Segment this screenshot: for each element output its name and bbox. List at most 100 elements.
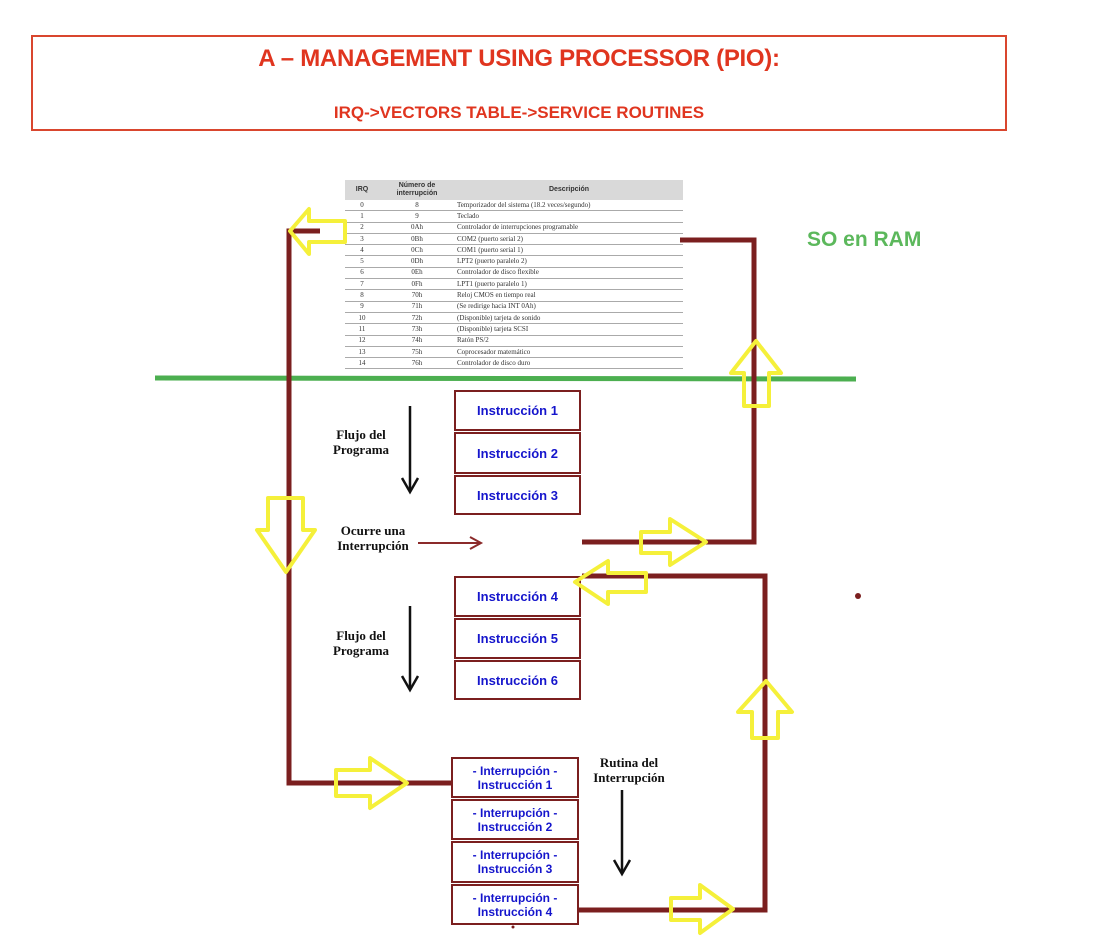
interrupt-number-col-header: Número de interrupción [379,180,455,200]
irq-cell: 1 [345,210,379,223]
irq-cell: 10 [345,312,379,325]
instruction-6-box: Instrucción 6 [454,660,581,700]
irq-cell: 4 [345,244,379,257]
yellow-arrow-left-return [573,559,648,606]
program-flow-label-1: Flujo del Programa [332,427,390,457]
description-cell: (Disponible) tarjeta SCSI [455,323,683,336]
interrupt-instruction-4-box: - Interrupción - Instrucción 4 [451,884,579,925]
interrupt-instruction-4-line1: - Interrupción - [472,890,558,905]
description-cell: (Se redirige hacia INT 0Ah) [455,301,683,313]
instruction-3-box: Instrucción 3 [454,475,581,515]
irq-cell: 5 [345,255,379,268]
interrupt-instruction-3-box: - Interrupción - Instrucción 3 [451,841,579,883]
interrupt-number-cell: 71h [379,301,455,313]
irq-cell: 14 [345,357,379,370]
description-cell: Temporizador del sistema (18.2 veces/seg… [455,200,683,212]
interrupt-instruction-1-line2: Instrucción 1 [477,777,553,792]
description-cell: Coprocesador matemático [455,346,683,359]
routine-arrow-head [612,859,632,877]
title-box: A – MANAGEMENT USING PROCESSOR (PIO): IR… [31,35,1007,131]
interrupt-routine-label: Rutina del Interrupción [593,755,665,785]
interrupt-number-cell: 0Eh [379,267,455,280]
interrupt-number-cell: 73h [379,323,455,336]
irq-cell: 9 [345,301,379,313]
interrupt-number-cell: 0Dh [379,255,455,268]
description-cell: LPT1 (puerto paralelo 1) [455,278,683,291]
interrupt-number-cell: 0Fh [379,278,455,291]
irq-cell: 8 [345,289,379,302]
irq-cell: 2 [345,222,379,234]
interrupt-number-cell: 0Ah [379,222,455,234]
description-cell: Controlador de disco flexible [455,267,683,280]
path-interrupt-to-vector [582,237,757,545]
interrupt-instruction-2-line2: Instrucción 2 [477,819,553,834]
instruction-2-box: Instrucción 2 [454,432,581,474]
description-cell: COM2 (puerto serial 2) [455,233,683,246]
interrupt-number-cell: 9 [379,210,455,223]
yellow-arrow-right-routine-end [669,883,735,935]
interrupt-number-cell: 8 [379,200,455,212]
instruction-4-box: Instrucción 4 [454,576,581,617]
interrupt-number-cell: 75h [379,346,455,359]
interrupt-instruction-4-line2: Instrucción 4 [477,904,553,919]
irq-cell: 3 [345,233,379,246]
yellow-arrow-up-return [736,679,794,740]
interrupt-number-cell: 70h [379,289,455,302]
flow-paths [286,228,768,913]
interrupt-instruction-3-line1: - Interrupción - [472,848,558,862]
description-cell: Controlador de disco duro [455,357,683,370]
interrupt-instruction-1-line1: - Interrupción - [472,763,558,778]
interrupt-instruction-1-box: - Interrupción - Instrucción 1 [451,757,579,798]
instruction-1-box: Instrucción 1 [454,390,581,431]
irq-cell: 13 [345,346,379,359]
interrupt-number-cell: 0Ch [379,244,455,257]
description-cell: LPT2 (puerto paralelo 2) [455,255,683,268]
interrupt-instruction-3-line2: Instrucción 3 [477,862,553,876]
description-cell: (Disponible) tarjeta de sonido [455,312,683,325]
description-cell: Teclado [455,210,683,223]
interrupt-instruction-2-box: - Interrupción - Instrucción 2 [451,799,579,840]
irq-table-header: IRQ Número de interrupción Descripción [345,180,683,200]
title-sub: IRQ->VECTORS TABLE->SERVICE ROUTINES [333,103,705,122]
description-cell: Controlador de interrupciones programabl… [455,222,683,234]
path-routine-return [579,573,768,913]
dot-marker [855,593,861,599]
interrupt-occurs-label: Ocurre una Interrupción [337,523,409,553]
program-flow-label-2: Flujo del Programa [332,628,390,658]
interrupt-instruction-2-line1: - Interrupción - [472,805,558,820]
interrupt-number-cell: 74h [379,335,455,347]
ram-divider-line [154,375,857,382]
irq-cell: 0 [345,200,379,212]
title-main: A – MANAGEMENT USING PROCESSOR (PIO): [258,45,780,72]
interrupt-number-cell: 0Bh [379,233,455,246]
irq-vector-table: IRQ Número de interrupción Descripción 0… [345,180,683,370]
irq-col-header: IRQ [345,180,379,200]
yellow-arrow-up-right [729,339,783,408]
description-cell: COM1 (puerto serial 1) [455,244,683,257]
description-cell: Reloj CMOS en tiempo real [455,289,683,302]
irq-cell: 11 [345,323,379,336]
yellow-arrows [255,207,794,935]
description-cell: Ratón PS/2 [455,335,683,347]
yellow-arrow-left-table [288,207,347,256]
so-en-ram-label: SO en RAM [807,228,922,251]
program-flow-arrows [400,406,632,877]
yellow-arrow-right-interrupt [639,517,708,567]
irq-cell: 7 [345,278,379,291]
flow-arrow-2-head [400,675,420,693]
